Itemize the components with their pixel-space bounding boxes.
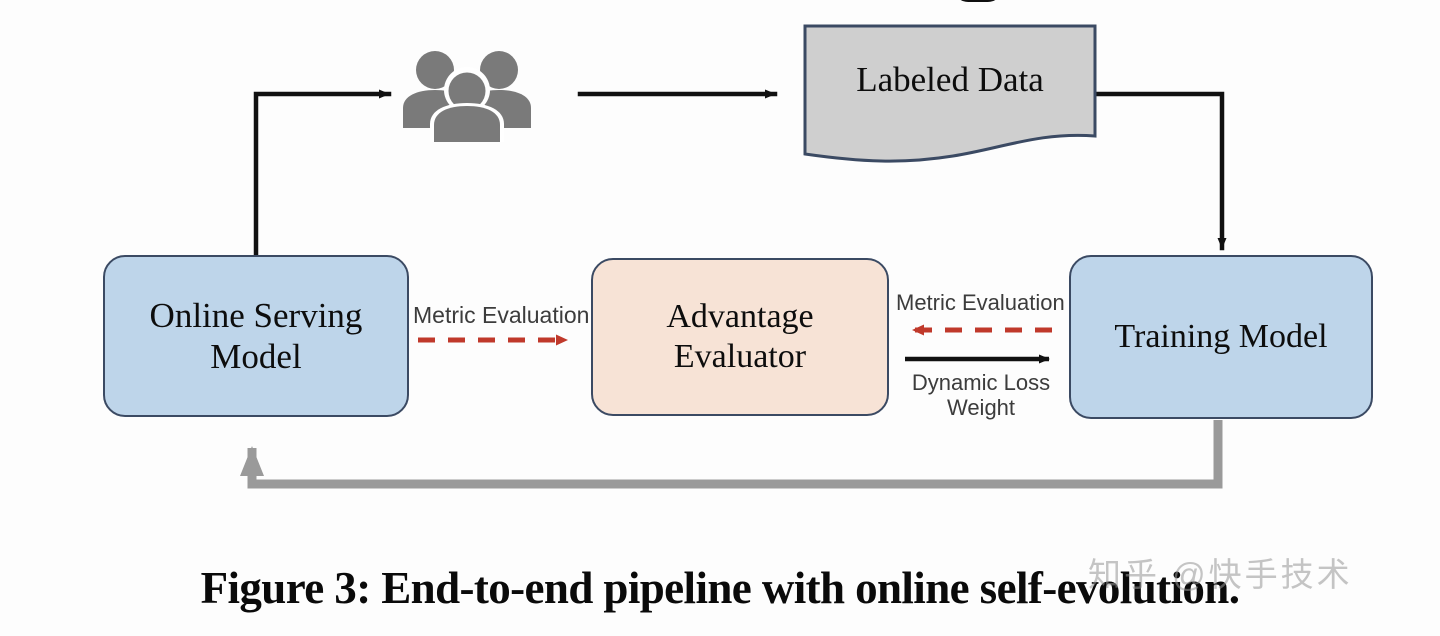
node-advantage-evaluator[interactable]: Advantage Evaluator: [591, 258, 889, 416]
edge-online-to-annotators: [253, 89, 392, 259]
node-online-serving-model[interactable]: Online Serving Model: [103, 255, 409, 417]
edge-labeled-data-to-training-model: [1092, 91, 1227, 251]
edge-label-dynamic-loss-weight: Dynamic Loss Weight: [911, 370, 1051, 420]
advantage-evaluator-label-line1: Advantage: [666, 297, 814, 335]
watermark-text: 知乎 @快手技术: [1088, 556, 1353, 593]
annotators-people-icon: [399, 42, 535, 142]
training-model-label: Training Model: [1114, 317, 1328, 355]
advantage-evaluator-label-line2: Evaluator: [673, 338, 807, 375]
edge-label-metric-evaluation-left: Metric Evaluation: [413, 302, 590, 328]
cropped-title-glyph: [955, 0, 1001, 2]
edge-training-to-online-feedback: [240, 420, 1223, 489]
labeled-data-shape: [803, 24, 1097, 169]
edge-label-metric-evaluation-right: Metric Evaluation: [896, 290, 1065, 315]
online-serving-model-label-line1: Online Serving: [149, 295, 363, 335]
labeled-data-label: Labeled Data: [856, 60, 1044, 99]
node-training-model[interactable]: Training Model: [1069, 255, 1373, 419]
figure-caption: Figure 3: End-to-end pipeline with onlin…: [200, 563, 1240, 613]
online-serving-model-label-line2: Model: [210, 337, 302, 376]
